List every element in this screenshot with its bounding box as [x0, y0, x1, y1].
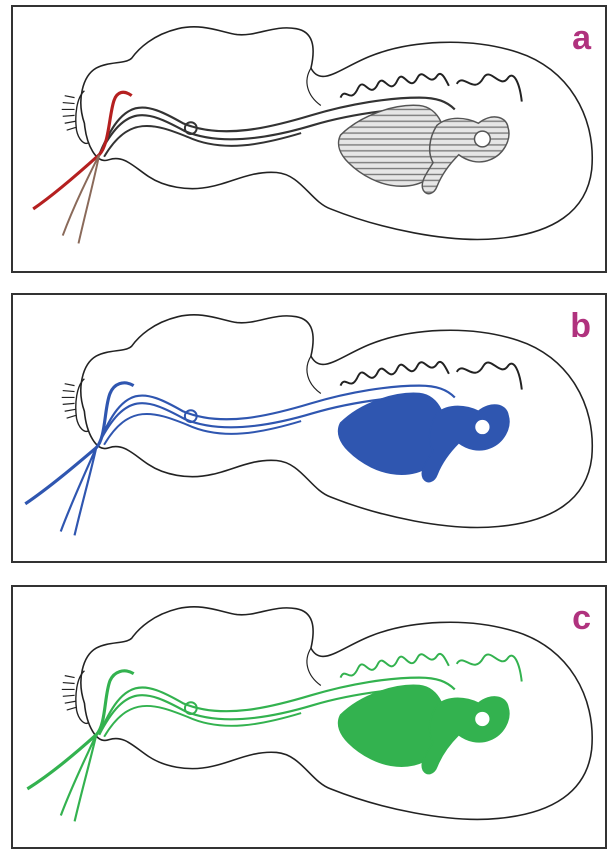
- gland-organ: [339, 105, 509, 193]
- panel-c: c: [11, 585, 607, 849]
- body-outline: [62, 607, 592, 820]
- panel-a: a: [11, 5, 607, 273]
- gland-organ: [339, 685, 509, 773]
- body-outline: [62, 27, 593, 240]
- nerve-branch: [63, 155, 99, 244]
- body-outline: [62, 315, 593, 528]
- panel-b: b: [11, 293, 607, 563]
- panel-label-b: b: [570, 309, 591, 343]
- panel-a-diagram: [13, 7, 605, 271]
- gland-organ: [339, 393, 509, 481]
- panel-c-diagram: [13, 587, 605, 847]
- panel-b-diagram: [13, 295, 605, 561]
- nerve-branch: [61, 735, 96, 822]
- panel-label-a: a: [572, 21, 591, 55]
- panel-label-c: c: [572, 601, 591, 635]
